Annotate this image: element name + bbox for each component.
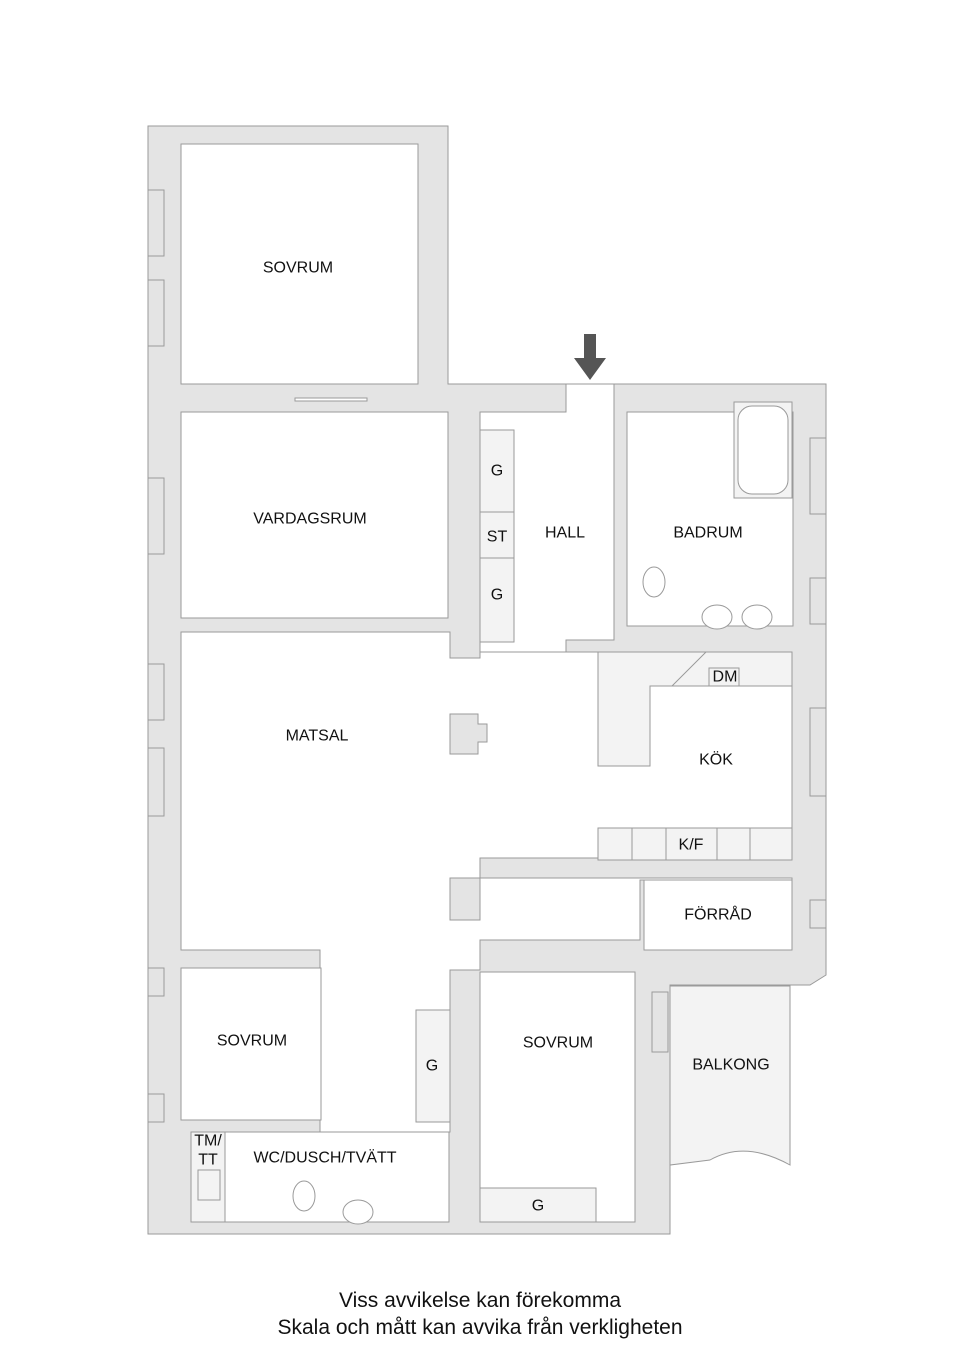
closet-st: ST [486, 528, 508, 546]
room-vardagsrum: VARDAGSRUM [253, 510, 367, 528]
room-kok: KÖK [699, 751, 733, 769]
closet-g1: G [490, 462, 504, 480]
room-sovrum-left: SOVRUM [216, 1032, 288, 1050]
closet-g2: G [490, 586, 504, 604]
room-sovrum-top: SOVRUM [262, 259, 334, 277]
washer-tm: TM/ [194, 1132, 222, 1150]
room-wc: WC/DUSCH/TVÄTT [253, 1149, 397, 1167]
room-hall: HALL [544, 524, 586, 542]
dryer-tt: TT [198, 1151, 218, 1169]
disclaimer-line-2: Skala och mått kan avvika från verklighe… [277, 1316, 683, 1339]
room-badrum: BADRUM [673, 524, 743, 542]
closet-g3: G [425, 1057, 439, 1075]
dishwasher-dm: DM [712, 668, 738, 686]
fridge-kf: K/F [678, 836, 704, 854]
room-sovrum-right: SOVRUM [522, 1034, 594, 1052]
room-balkong: BALKONG [692, 1056, 770, 1074]
entrance-arrow-icon [574, 334, 606, 380]
room-forrad: FÖRRÅD [684, 906, 752, 924]
room-matsal: MATSAL [285, 727, 349, 745]
disclaimer-line-1: Viss avvikelse kan förekomma [338, 1289, 622, 1312]
closet-g4: G [531, 1197, 545, 1215]
